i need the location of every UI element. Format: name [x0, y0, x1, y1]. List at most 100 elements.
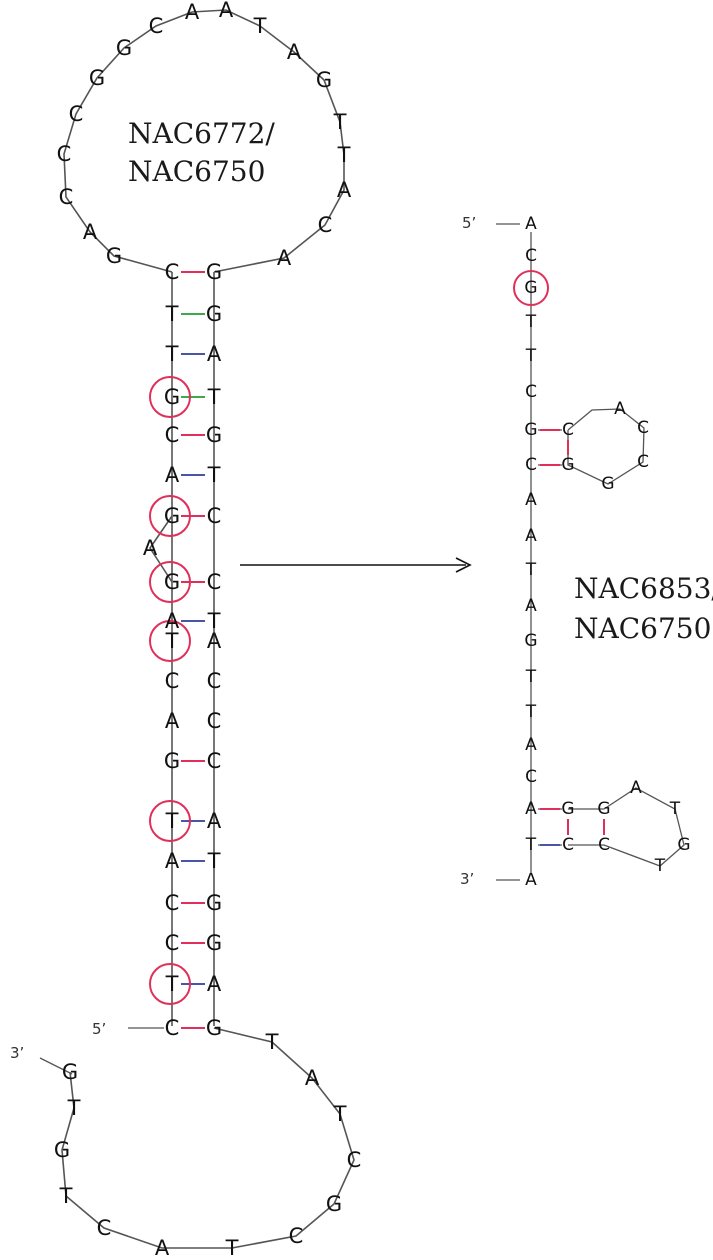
strand-nucleotide: C	[525, 246, 537, 266]
loop-nucleotide: A	[185, 0, 200, 24]
loop-nucleotide: T	[253, 14, 267, 38]
stem-left-nucleotide: T	[165, 302, 179, 326]
highlight-circle	[149, 963, 191, 1005]
strand-nucleotide: C	[525, 382, 537, 402]
loop-nucleotide: A	[630, 778, 642, 798]
loop-nucleotide: G	[106, 244, 122, 268]
loop-nucleotide: G	[601, 474, 614, 494]
main-3prime-label: 3’	[10, 1044, 24, 1062]
strand-nucleotide: A	[525, 596, 537, 616]
stem-right-nucleotide: G	[206, 260, 222, 284]
small-label-line2: NAC6750	[574, 612, 711, 645]
loop-nucleotide: C	[598, 835, 610, 855]
stem-left-nucleotide: A	[165, 709, 180, 733]
main-base-pair-bonds	[181, 271, 205, 1029]
stem-left-nucleotide: C	[165, 891, 180, 915]
loop-nucleotide: T	[225, 1236, 239, 1260]
highlight-circle	[513, 270, 549, 306]
loop-nucleotide: C	[562, 420, 574, 440]
strand-nucleotide: T	[525, 312, 537, 332]
highlight-circle	[149, 620, 191, 662]
stem-right-nucleotide: A	[207, 972, 222, 996]
loop-nucleotide: C	[637, 418, 649, 438]
stem-right-nucleotide: C	[207, 570, 222, 594]
loop-nucleotide: T	[654, 856, 666, 876]
loop-nucleotide: G	[677, 835, 690, 855]
strand-nucleotide: T	[525, 346, 537, 366]
strand-nucleotide: G	[524, 420, 537, 440]
highlight-circle	[149, 495, 191, 537]
loop-nucleotide: G	[89, 66, 105, 90]
strand-nucleotide: G	[524, 278, 537, 298]
loop-nucleotide: A	[277, 246, 292, 270]
stem-left-nucleotide: C	[165, 669, 180, 693]
main-3prime-tail	[39, 1057, 73, 1075]
top-loop-backbone	[63, 9, 345, 273]
main-5prime-label: 5’	[92, 1020, 106, 1038]
loop-nucleotide: G	[116, 36, 132, 60]
loop-nucleotide: A	[155, 1236, 170, 1260]
loop-nucleotide: T	[59, 1184, 73, 1208]
bulge-nucleotide: A	[143, 536, 158, 560]
strand-nucleotide: C	[525, 767, 537, 787]
loop-nucleotide: C	[59, 185, 74, 209]
strand-nucleotide: C	[525, 455, 537, 475]
stem-left-nucleotide: A	[165, 609, 180, 633]
strand-nucleotide: T	[525, 667, 537, 687]
loop-nucleotide: A	[219, 0, 234, 22]
stem-right-nucleotide: T	[207, 849, 221, 873]
loop-nucleotide: G	[62, 1060, 78, 1084]
main-highlight-circles	[149, 376, 191, 1005]
stem-right-nucleotide: C	[207, 504, 222, 528]
stem-right-nucleotide: A	[207, 809, 222, 833]
loop-nucleotide: C	[149, 14, 164, 38]
stem-left-nucleotide: C	[165, 931, 180, 955]
stem-left-nucleotide: A	[165, 463, 180, 487]
loop-nucleotide: G	[326, 1192, 342, 1216]
loop-nucleotide: C	[637, 452, 649, 472]
stem-right-nucleotide: T	[207, 385, 221, 409]
stem-right-nucleotide: C	[207, 709, 222, 733]
loop-nucleotide: T	[333, 110, 347, 134]
main-label-line1: NAC6772/	[128, 117, 275, 150]
main-label-line2: NAC6750	[128, 155, 265, 188]
stem-left-nucleotide: T	[165, 342, 179, 366]
stem-left-nucleotide: T	[165, 972, 179, 996]
stem-right-nucleotide: G	[206, 423, 222, 447]
stem-left-nucleotide: T	[165, 809, 179, 833]
strand-nucleotide: T	[525, 835, 537, 855]
small-loop2-backbone	[568, 787, 685, 867]
transition-arrow	[240, 557, 472, 573]
strand-nucleotide: G	[524, 631, 537, 651]
stem-left-nucleotide: A	[165, 849, 180, 873]
small-5prime-label: 5’	[462, 214, 476, 232]
stem-right-nucleotide: A	[207, 342, 222, 366]
loop-nucleotide: G	[316, 68, 332, 92]
loop-nucleotide: C	[97, 1216, 112, 1240]
loop-nucleotide: T	[333, 1102, 347, 1126]
loop-nucleotide: A	[614, 399, 626, 419]
stem-right-nucleotide: T	[207, 463, 221, 487]
loop-nucleotide: T	[265, 1030, 279, 1054]
loop-nucleotide: T	[67, 1096, 81, 1120]
loop-nucleotide: C	[347, 1148, 362, 1172]
strand-nucleotide: A	[525, 526, 537, 546]
highlight-circle	[149, 561, 191, 603]
stem-left-nucleotide: C	[165, 1016, 180, 1040]
strand-nucleotide: T	[525, 702, 537, 722]
stem-right-nucleotide: A	[207, 629, 222, 653]
bulge-backbone	[149, 515, 173, 583]
stem-left-nucleotide: C	[165, 423, 180, 447]
strand-nucleotide: A	[525, 799, 537, 819]
loop-nucleotide: C	[69, 102, 84, 126]
loop-nucleotide: G	[597, 799, 610, 819]
stem-right-nucleotide: G	[206, 1016, 222, 1040]
small-loop1-backbone	[567, 408, 645, 485]
strand-nucleotide: A	[525, 870, 537, 890]
loop-nucleotide: A	[305, 1066, 320, 1090]
loop-nucleotide: G	[54, 1138, 70, 1162]
stem-right-nucleotide: C	[207, 669, 222, 693]
